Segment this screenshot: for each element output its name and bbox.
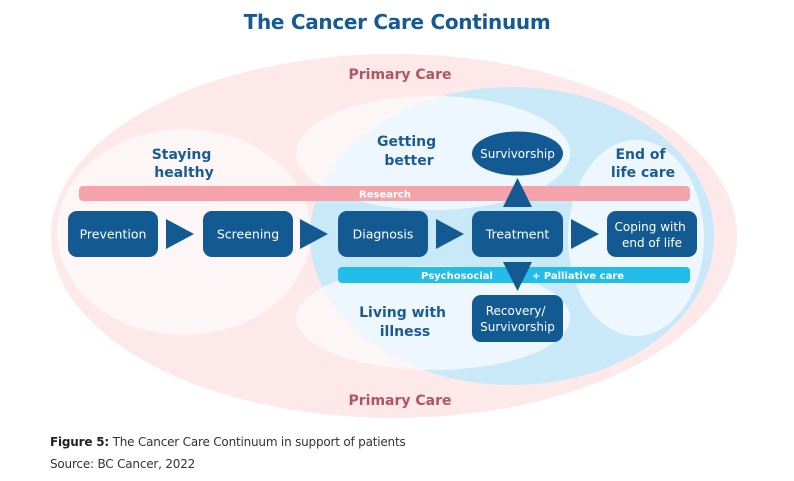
step-treatment: Treatment xyxy=(472,211,563,257)
treatment-label: Treatment xyxy=(485,227,550,242)
step-coping: Coping with end of life xyxy=(607,211,697,257)
figure-caption-text: The Cancer Care Continuum in support of … xyxy=(109,435,406,449)
arrow-down-icon xyxy=(503,262,532,291)
step-survivorship: Survivorship xyxy=(472,131,563,176)
arrow-right-icon xyxy=(166,219,194,249)
end-of-life-label: End of life care xyxy=(611,147,675,181)
recovery-box xyxy=(472,295,563,342)
step-recovery: Recovery/ Survivorship xyxy=(472,295,563,342)
step-diagnosis: Diagnosis xyxy=(338,211,428,257)
research-bar xyxy=(79,186,690,201)
figure-caption-label: Figure 5: xyxy=(50,435,110,449)
arrow-up-icon xyxy=(503,178,532,207)
treatment-box xyxy=(472,211,563,257)
primary-care-label-top: Primary Care xyxy=(348,67,451,83)
primary-care-label-bottom: Primary Care xyxy=(348,393,451,409)
psychosocial-label: Psychosocial xyxy=(421,271,493,282)
prevention-box xyxy=(68,211,158,257)
screening-label: Screening xyxy=(217,227,279,242)
figure-source: Source: BC Cancer, 2022 xyxy=(50,457,196,471)
coping-label: Coping with end of life xyxy=(615,220,690,250)
research-label: Research xyxy=(359,190,411,201)
screening-box xyxy=(203,211,293,257)
figure-caption: Figure 5: The Cancer Care Continuum in s… xyxy=(50,435,406,449)
survivorship-label: Survivorship xyxy=(480,147,555,161)
recovery-label: Recovery/ Survivorship xyxy=(480,304,555,334)
arrow-right-icon xyxy=(300,219,328,249)
getting-better-label: Getting better xyxy=(377,134,441,169)
arrow-right-icon xyxy=(436,219,464,249)
survivorship-ellipse xyxy=(472,131,563,176)
living-with-illness-label: Living with illness xyxy=(359,305,451,340)
step-prevention: Prevention xyxy=(68,211,158,257)
coping-box xyxy=(607,211,697,257)
staying-healthy-label: Staying healthy xyxy=(152,147,217,181)
figure-title: The Cancer Care Continuum xyxy=(243,10,551,34)
palliative-label: + Palliative care xyxy=(532,271,624,282)
diagnosis-label: Diagnosis xyxy=(353,227,414,242)
arrow-right-icon xyxy=(571,219,599,249)
diagnosis-box xyxy=(338,211,428,257)
step-screening: Screening xyxy=(203,211,293,257)
prevention-label: Prevention xyxy=(80,227,147,242)
